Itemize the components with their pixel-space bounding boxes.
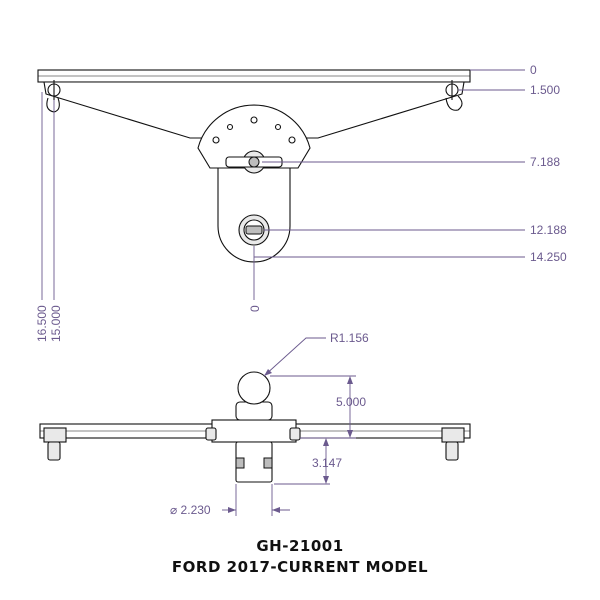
top-view <box>37 69 525 300</box>
hub-block <box>211 419 297 443</box>
release-handle <box>225 150 283 174</box>
model-description: FORD 2017-CURRENT MODEL <box>171 558 429 576</box>
hitch-ball <box>237 371 271 405</box>
dim-top-7188: 7.188 <box>530 155 560 169</box>
dim-top-0: 0 <box>530 63 537 77</box>
left-foot <box>47 441 61 461</box>
dim-left-15000: 15.000 <box>49 305 63 342</box>
right-pin <box>445 80 463 111</box>
radius-label: R1.156 <box>330 331 369 345</box>
dim-top-12188: 12.188 <box>530 223 567 237</box>
right-foot <box>445 441 459 461</box>
model-number: GH-21001 <box>256 537 344 555</box>
center-hub <box>197 104 311 169</box>
dim-left-0: 0 <box>248 305 262 312</box>
shank-label: 3.147 <box>312 456 342 470</box>
ball-collar <box>235 401 273 421</box>
side-view <box>39 337 471 516</box>
dim-left-16500: 16.500 <box>35 305 49 342</box>
diameter-label: ⌀ 2.230 <box>170 503 211 517</box>
dim-top-1500: 1.500 <box>530 83 560 97</box>
height-label: 5.000 <box>336 395 366 409</box>
dim-top-14250: 14.250 <box>530 250 567 264</box>
